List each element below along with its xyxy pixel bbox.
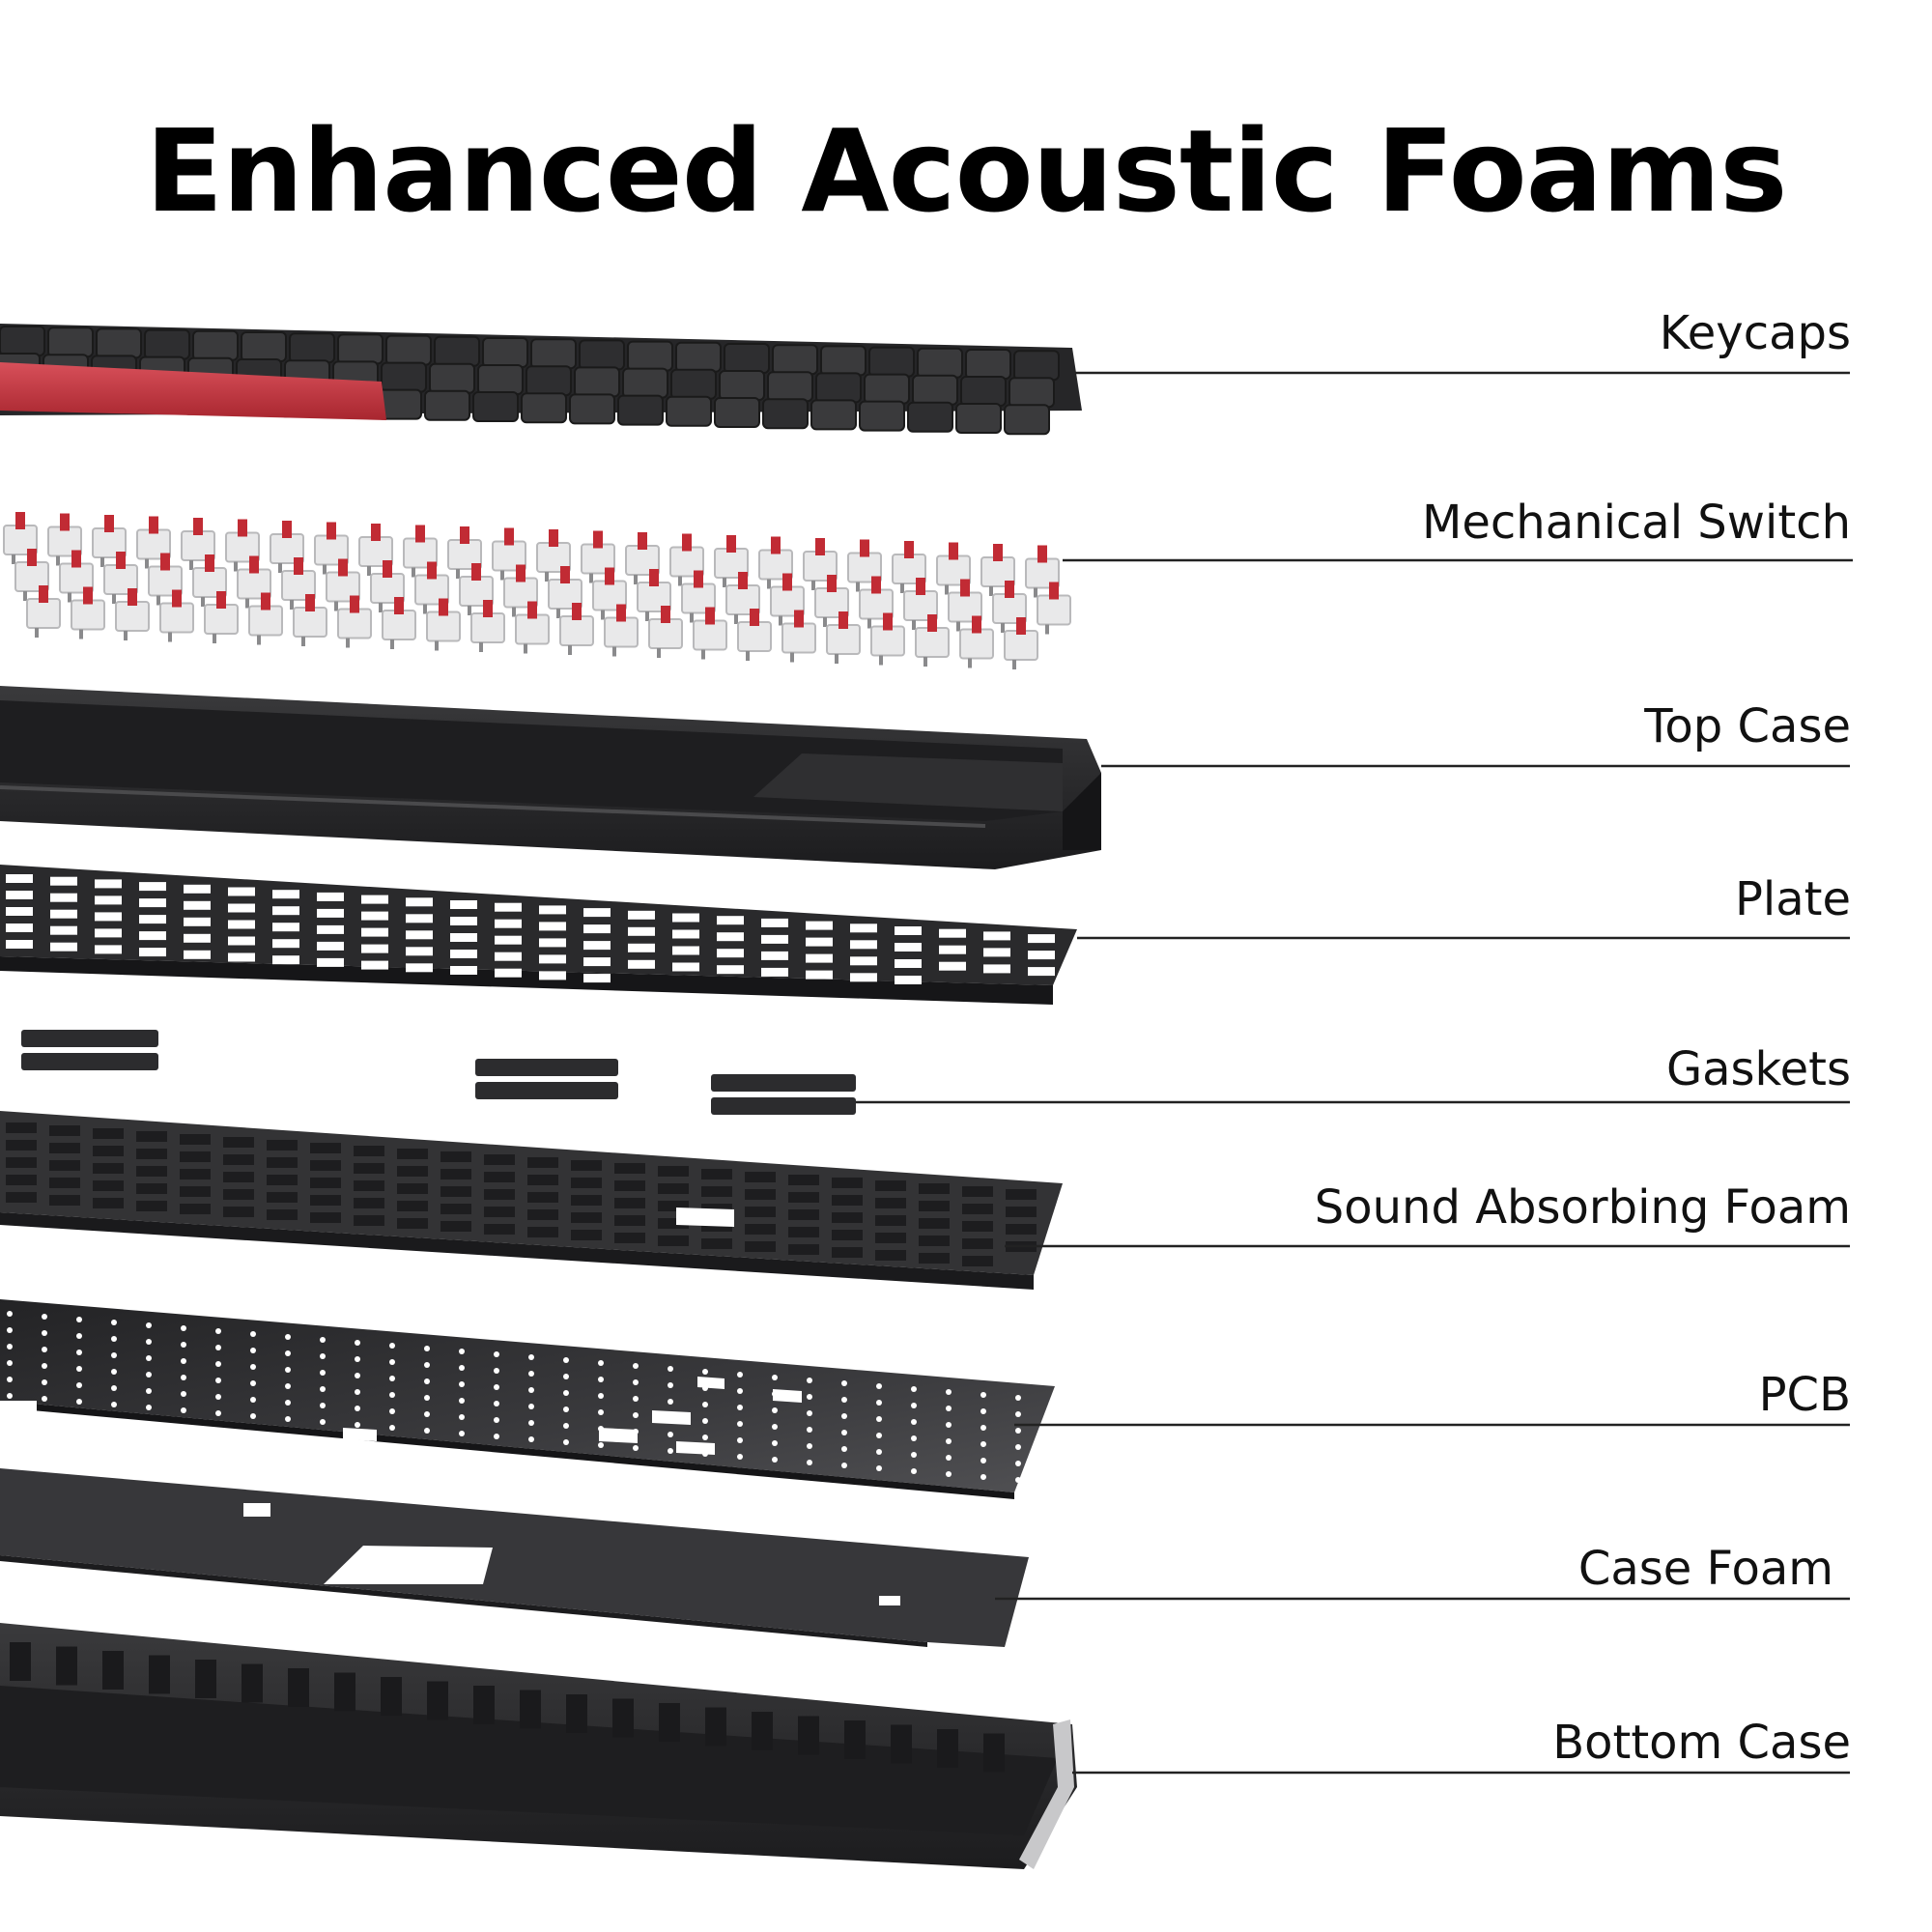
- foam-cutouts: [6, 1122, 1037, 1266]
- plate-layer: [0, 865, 1077, 1005]
- case-foam-layer: [0, 1468, 1029, 1647]
- gaskets-layer: [21, 1030, 856, 1115]
- keycaps-layer: [0, 324, 1082, 436]
- switches-layer: [3, 512, 1071, 669]
- sound-absorbing-foam-layer: [0, 1111, 1063, 1290]
- leader-lines: [856, 371, 1853, 1775]
- red-accent-key: [0, 362, 386, 420]
- label-sound-absorbing-foam: Sound Absorbing Foam: [1314, 1180, 1851, 1235]
- bottom-case-ribs: [10, 1642, 1005, 1773]
- top-case-layer: [0, 686, 1101, 869]
- label-top-case: Top Case: [1644, 699, 1851, 753]
- page-title: Enhanced Acoustic Foams: [145, 104, 1788, 238]
- label-bottom-case: Bottom Case: [1552, 1716, 1851, 1770]
- label-mechanical-switch: Mechanical Switch: [1421, 496, 1851, 550]
- pcb-layer: [0, 1299, 1055, 1499]
- label-case-foam: Case Foam: [1577, 1542, 1833, 1596]
- label-gaskets: Gaskets: [1665, 1042, 1851, 1096]
- bottom-case-layer: [0, 1623, 1077, 1869]
- label-plate: Plate: [1734, 872, 1851, 926]
- label-keycaps: Keycaps: [1659, 306, 1851, 360]
- plate-cutouts: [6, 874, 1055, 984]
- label-pcb: PCB: [1758, 1368, 1851, 1422]
